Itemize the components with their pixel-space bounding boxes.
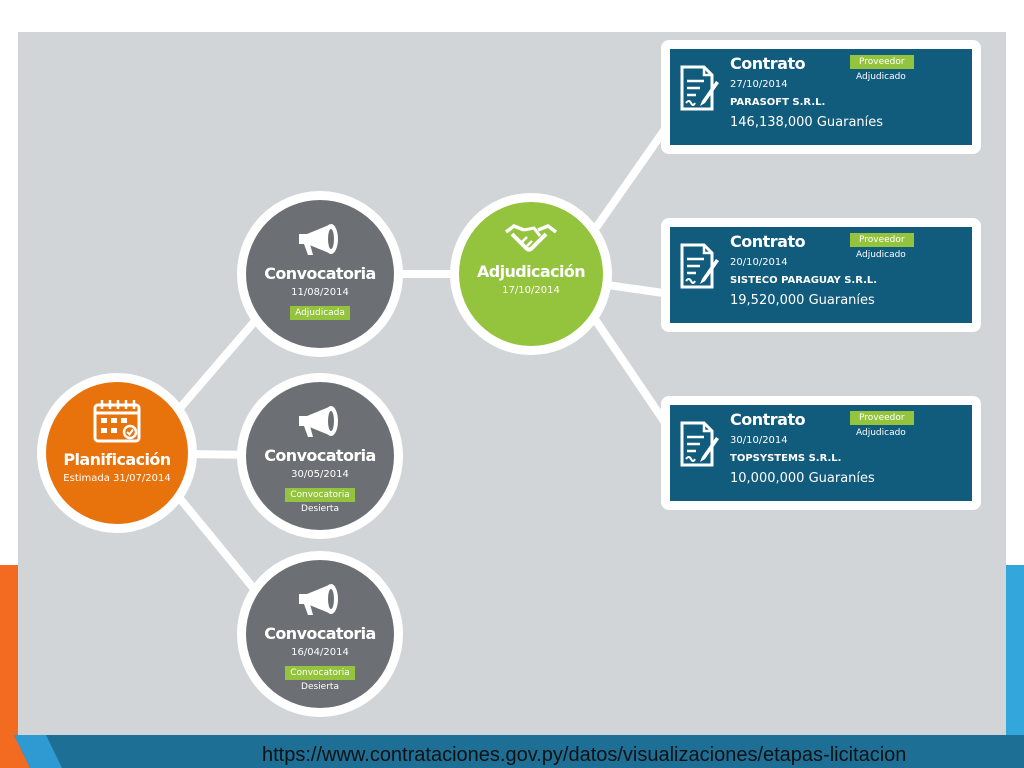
contrato-amount: 10,000,000 Guaraníes <box>730 471 875 486</box>
proveedor-subtext: Adjudicado <box>856 428 906 438</box>
convocatoria-title: Convocatoria <box>264 624 376 643</box>
convocatoria-title: Convocatoria <box>264 446 376 465</box>
calendar-icon <box>93 400 141 443</box>
convocatoria-node-3[interactable]: Convocatoria 16/04/2014 Convocatoria Des… <box>237 551 403 717</box>
handshake-icon <box>504 224 558 252</box>
convocatoria-disc: Convocatoria 16/04/2014 Convocatoria Des… <box>246 560 394 708</box>
proveedor-badge: Proveedor <box>850 233 914 247</box>
contrato-amount: 146,138,000 Guaraníes <box>730 115 884 130</box>
contrato-card-body: Contrato 27/10/2014 PARASOFT S.R.L. 146,… <box>670 49 972 145</box>
proveedor-subtext: Adjudicado <box>856 250 906 260</box>
contrato-title: Contrato <box>730 410 806 429</box>
bottom-accent-band <box>0 735 1024 768</box>
contrato-supplier: TOPSYSTEMS S.R.L. <box>730 453 842 464</box>
convocatoria-disc: Convocatoria 30/05/2014 Convocatoria Des… <box>246 382 394 530</box>
convocatoria-node-1[interactable]: Convocatoria 11/08/2014 Adjudicada <box>237 191 403 357</box>
status-badge: Convocatoria <box>285 488 355 502</box>
adjudicacion-date: 17/10/2014 <box>502 285 560 296</box>
contrato-supplier: PARASOFT S.R.L. <box>730 97 826 108</box>
process-diagram-panel: Planificación Estimada 31/07/2014 Convoc… <box>18 32 1006 735</box>
convocatoria-disc: Convocatoria 11/08/2014 Adjudicada <box>246 200 394 348</box>
adjudicacion-node[interactable]: Adjudicación 17/10/2014 <box>450 193 612 355</box>
convocatoria-date: 30/05/2014 <box>291 469 349 480</box>
megaphone-icon <box>299 224 338 255</box>
adjudicacion-title: Adjudicación <box>476 262 586 281</box>
contrato-date: 20/10/2014 <box>730 257 788 268</box>
contrato-card-3[interactable]: Contrato 30/10/2014 TOPSYSTEMS S.R.L. 10… <box>661 396 981 510</box>
contrato-date: 27/10/2014 <box>730 79 788 90</box>
planificacion-date: Estimada 31/07/2014 <box>63 473 171 484</box>
contrato-card-body: Contrato 20/10/2014 SISTECO PARAGUAY S.R… <box>670 227 972 323</box>
status-badge: Adjudicada <box>290 306 350 320</box>
proveedor-badge: Proveedor <box>850 55 914 69</box>
orange-accent-band <box>0 565 18 735</box>
contrato-title: Contrato <box>730 54 806 73</box>
convocatoria-date: 16/04/2014 <box>291 647 349 658</box>
status-subtext: Desierta <box>301 682 339 692</box>
megaphone-icon <box>299 584 338 615</box>
contrato-supplier: SISTECO PARAGUAY S.R.L. <box>730 275 878 286</box>
contrato-card-1[interactable]: Contrato 27/10/2014 PARASOFT S.R.L. 146,… <box>661 40 981 154</box>
contrato-card-body: Contrato 30/10/2014 TOPSYSTEMS S.R.L. 10… <box>670 405 972 501</box>
blue-accent-band <box>1006 565 1024 735</box>
planificacion-title: Planificación <box>63 450 171 469</box>
status-badge: Convocatoria <box>285 666 355 680</box>
contract-icon <box>680 421 719 467</box>
status-subtext: Desierta <box>301 504 339 514</box>
convocatoria-title: Convocatoria <box>264 264 376 283</box>
contract-icon <box>680 65 719 111</box>
contrato-title: Contrato <box>730 232 806 251</box>
adjudicacion-disc: Adjudicación 17/10/2014 <box>459 202 603 346</box>
contract-icon <box>680 243 719 289</box>
convocatoria-node-2[interactable]: Convocatoria 30/05/2014 Convocatoria Des… <box>237 373 403 539</box>
source-link[interactable]: https://www.contrataciones.gov.py/datos/… <box>262 744 907 766</box>
planificacion-node[interactable]: Planificación Estimada 31/07/2014 <box>37 373 197 533</box>
contrato-card-2[interactable]: Contrato 20/10/2014 SISTECO PARAGUAY S.R… <box>661 218 981 332</box>
planificacion-disc: Planificación Estimada 31/07/2014 <box>46 382 188 524</box>
proveedor-subtext: Adjudicado <box>856 72 906 82</box>
megaphone-icon <box>299 406 338 437</box>
convocatoria-date: 11/08/2014 <box>291 287 349 298</box>
contrato-date: 30/10/2014 <box>730 435 788 446</box>
contrato-amount: 19,520,000 Guaraníes <box>730 293 875 308</box>
proveedor-badge: Proveedor <box>850 411 914 425</box>
